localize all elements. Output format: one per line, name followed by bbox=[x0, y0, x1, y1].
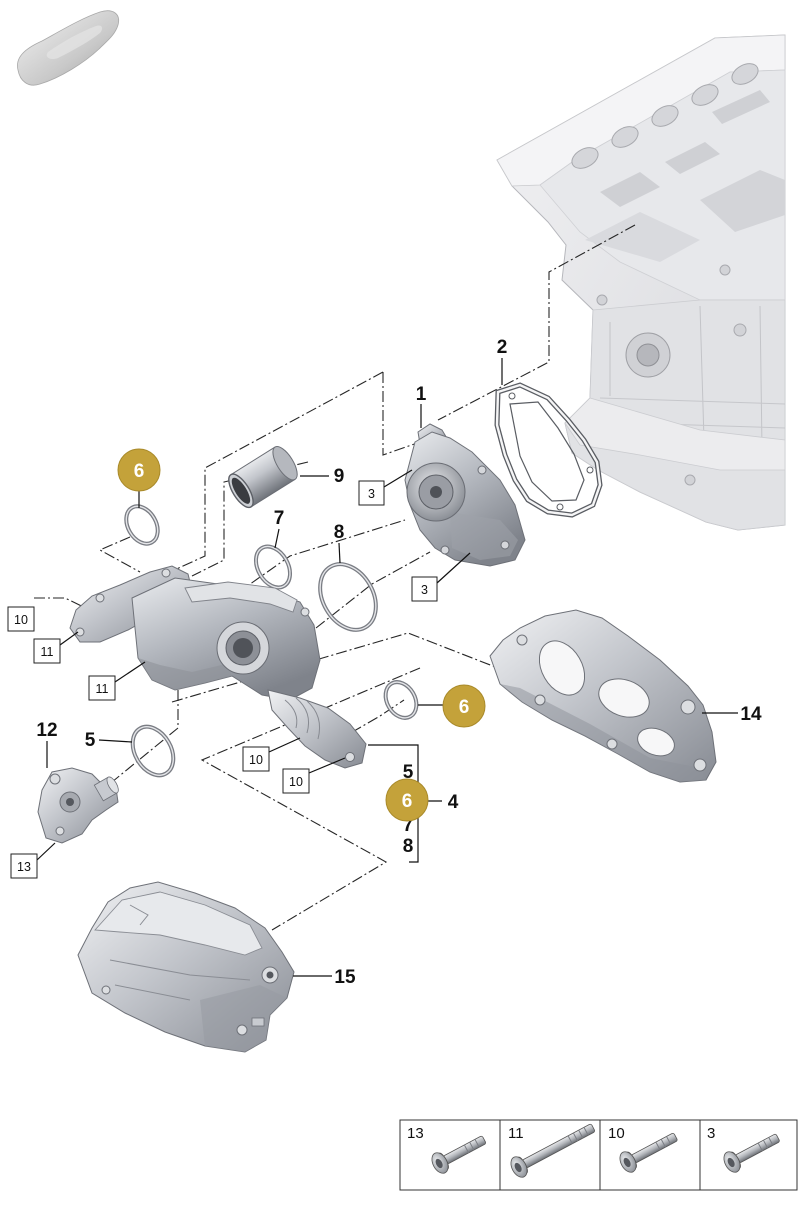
callout-box-11[interactable]: 11 bbox=[33, 638, 61, 664]
callout-box-10[interactable]: 10 bbox=[242, 746, 270, 772]
callout-box-10[interactable]: 10 bbox=[282, 768, 310, 794]
callout-box-3[interactable]: 3 bbox=[358, 480, 385, 506]
bolt-cell-13[interactable]: 13 bbox=[407, 1125, 489, 1176]
torx-bolt-long-icon bbox=[510, 1123, 595, 1178]
part-1-water-pump bbox=[404, 423, 526, 567]
leader-lines bbox=[36, 358, 738, 977]
part-7-o-ring bbox=[253, 544, 293, 590]
kit-label-4: 4 bbox=[448, 792, 459, 813]
torx-bolt-medium-icon bbox=[723, 1133, 780, 1173]
assembly-dashed-lines bbox=[34, 224, 643, 931]
callout-group-4[interactable]: 5 7 8 4 bbox=[403, 762, 459, 857]
callout-label: 3 bbox=[368, 487, 375, 501]
callout-label: 6 bbox=[459, 697, 470, 718]
part-2-gasket bbox=[494, 382, 603, 518]
callout-label: 11 bbox=[96, 682, 109, 696]
callout-label: 6 bbox=[134, 461, 145, 482]
callout-label: 12 bbox=[36, 720, 57, 741]
callout-box-3[interactable]: 3 bbox=[411, 576, 438, 602]
callout-label: 1 bbox=[416, 384, 427, 405]
callout-label: 11 bbox=[41, 645, 54, 659]
part-8-o-ring bbox=[318, 562, 378, 632]
callout-label: 10 bbox=[289, 775, 303, 789]
bolt-cell-label: 3 bbox=[707, 1125, 715, 1142]
cylinder-port-row bbox=[571, 63, 759, 169]
kit-item-7: 7 bbox=[403, 815, 414, 836]
callout-box-10[interactable]: 10 bbox=[7, 606, 35, 632]
part-11-housing bbox=[69, 565, 367, 769]
part-15-housing bbox=[77, 881, 295, 1053]
part-6-seal-ring bbox=[124, 504, 160, 546]
callout-label: 14 bbox=[740, 704, 762, 725]
bolt-cell-label: 11 bbox=[508, 1125, 524, 1142]
callout-label: 8 bbox=[334, 522, 345, 543]
part-5-o-ring bbox=[130, 724, 176, 778]
callout-12[interactable]: 12 bbox=[36, 720, 57, 741]
callout-label: 9 bbox=[334, 466, 345, 487]
part-6-seal-ring-right bbox=[383, 680, 419, 720]
part-14-cover bbox=[489, 609, 717, 783]
torx-bolt-short-icon bbox=[431, 1135, 486, 1174]
callout-label: 7 bbox=[274, 508, 285, 529]
callout-label: 10 bbox=[249, 753, 263, 767]
callout-box-11[interactable]: 11 bbox=[88, 675, 116, 701]
callout-15[interactable]: 15 bbox=[334, 967, 356, 988]
callout-9[interactable]: 9 bbox=[334, 466, 345, 487]
callout-label: 2 bbox=[497, 337, 508, 358]
kit-item-5: 5 bbox=[403, 762, 414, 783]
callout-1[interactable]: 1 bbox=[416, 384, 427, 405]
callout-7[interactable]: 7 bbox=[274, 508, 285, 529]
part-12-valve bbox=[37, 767, 119, 844]
bolt-cell-11[interactable]: 11 bbox=[508, 1118, 599, 1180]
highlight-callout-6[interactable]: 6 bbox=[385, 778, 429, 822]
bolt-table: 13 11 10 bbox=[399, 1118, 798, 1191]
callout-label: 5 bbox=[85, 730, 96, 751]
kit-item-8: 8 bbox=[403, 836, 414, 857]
highlight-callout-6[interactable]: 6 bbox=[117, 448, 161, 492]
callout-8[interactable]: 8 bbox=[334, 522, 345, 543]
highlight-callout-6[interactable]: 6 bbox=[442, 684, 486, 728]
bolt-cell-label: 13 bbox=[407, 1125, 424, 1142]
callout-label: 3 bbox=[421, 583, 428, 597]
torx-bolt-medium-icon bbox=[619, 1132, 678, 1173]
callout-5[interactable]: 5 bbox=[85, 730, 96, 751]
car-silhouette-icon bbox=[17, 10, 120, 86]
engine-block bbox=[496, 34, 786, 531]
bolt-cell-10[interactable]: 10 bbox=[608, 1125, 681, 1175]
bolt-cell-3[interactable]: 3 bbox=[707, 1125, 783, 1175]
part-9-pipe bbox=[228, 446, 298, 509]
callout-14[interactable]: 14 bbox=[740, 704, 762, 725]
callout-label: 13 bbox=[17, 860, 31, 874]
bolt-cell-label: 10 bbox=[608, 1125, 625, 1142]
callout-box-13[interactable]: 13 bbox=[10, 853, 38, 879]
callout-label: 6 bbox=[402, 791, 413, 812]
callout-label: 10 bbox=[14, 613, 28, 627]
callout-2[interactable]: 2 bbox=[497, 337, 508, 358]
callout-label: 15 bbox=[334, 967, 356, 988]
